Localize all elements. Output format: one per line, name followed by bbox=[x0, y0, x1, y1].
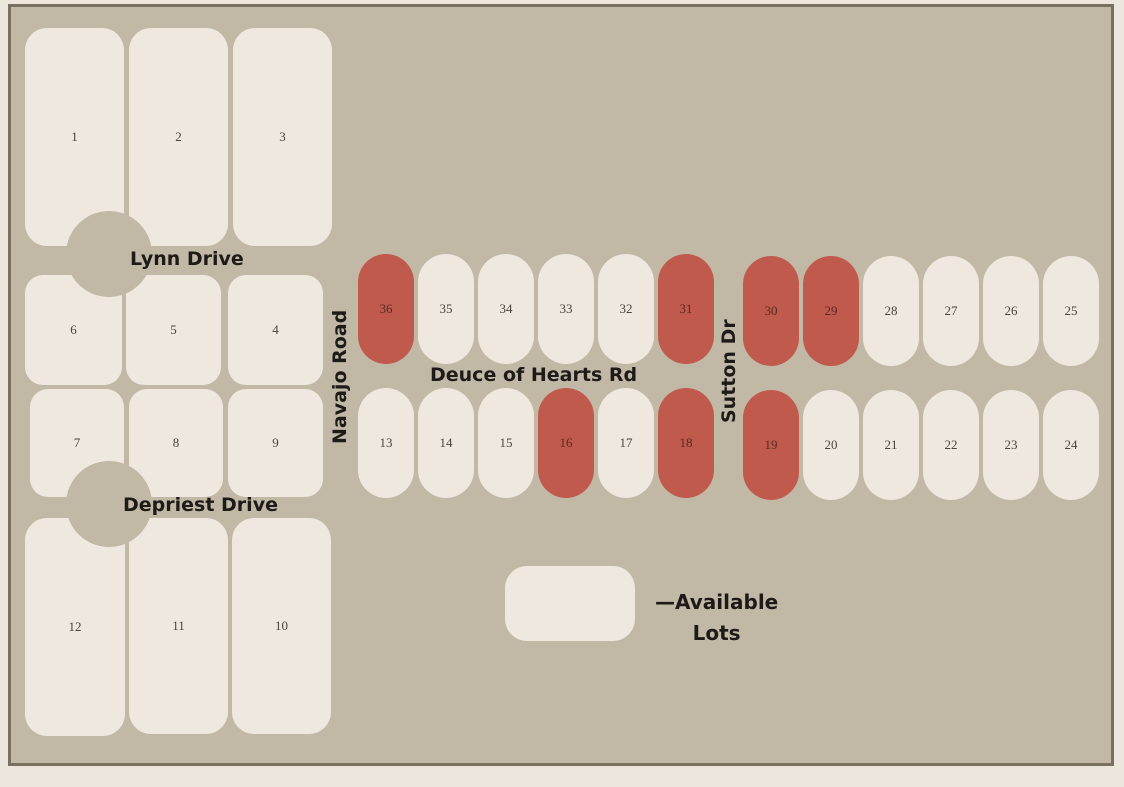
lot-9[interactable]: 9 bbox=[228, 389, 323, 497]
lot-5[interactable]: 5 bbox=[126, 275, 221, 385]
lot-33[interactable]: 33 bbox=[538, 254, 594, 364]
lot-15[interactable]: 15 bbox=[478, 388, 534, 498]
legend-line-1: —Available bbox=[655, 590, 779, 614]
lot-29[interactable]: 29 bbox=[803, 256, 859, 366]
legend-line-2: Lots bbox=[692, 621, 741, 645]
lot-14[interactable]: 14 bbox=[418, 388, 474, 498]
lot-36[interactable]: 36 bbox=[358, 254, 414, 364]
street-sutton-dr: Sutton Dr bbox=[718, 319, 740, 423]
lot-27[interactable]: 27 bbox=[923, 256, 979, 366]
lot-12[interactable]: 12 bbox=[25, 518, 125, 736]
lot-35[interactable]: 35 bbox=[418, 254, 474, 364]
lot-25[interactable]: 25 bbox=[1043, 256, 1099, 366]
legend-available-swatch bbox=[505, 566, 635, 641]
lot-20[interactable]: 20 bbox=[803, 390, 859, 500]
lot-16[interactable]: 16 bbox=[538, 388, 594, 498]
lot-11[interactable]: 11 bbox=[129, 518, 228, 734]
lot-2[interactable]: 2 bbox=[129, 28, 228, 246]
depriest-cul-de-sac bbox=[66, 461, 152, 547]
street-lynn-drive: Lynn Drive bbox=[130, 248, 244, 270]
lot-26[interactable]: 26 bbox=[983, 256, 1039, 366]
lot-18[interactable]: 18 bbox=[658, 388, 714, 498]
lot-17[interactable]: 17 bbox=[598, 388, 654, 498]
lot-13[interactable]: 13 bbox=[358, 388, 414, 498]
lot-3[interactable]: 3 bbox=[233, 28, 332, 246]
lot-21[interactable]: 21 bbox=[863, 390, 919, 500]
lot-34[interactable]: 34 bbox=[478, 254, 534, 364]
lot-22[interactable]: 22 bbox=[923, 390, 979, 500]
legend-label: —Available Lots bbox=[655, 587, 778, 649]
lot-24[interactable]: 24 bbox=[1043, 390, 1099, 500]
lot-19[interactable]: 19 bbox=[743, 390, 799, 500]
lot-10[interactable]: 10 bbox=[232, 518, 331, 734]
lot-32[interactable]: 32 bbox=[598, 254, 654, 364]
lot-23[interactable]: 23 bbox=[983, 390, 1039, 500]
lot-4[interactable]: 4 bbox=[228, 275, 323, 385]
lot-30[interactable]: 30 bbox=[743, 256, 799, 366]
lynn-cul-de-sac bbox=[66, 211, 152, 297]
street-deuce-of-hearts-rd: Deuce of Hearts Rd bbox=[430, 364, 638, 386]
lot-31[interactable]: 31 bbox=[658, 254, 714, 364]
lot-1[interactable]: 1 bbox=[25, 28, 124, 246]
street-depriest-drive: Depriest Drive bbox=[123, 494, 278, 516]
lot-28[interactable]: 28 bbox=[863, 256, 919, 366]
street-navajo-road: Navajo Road bbox=[329, 309, 351, 444]
